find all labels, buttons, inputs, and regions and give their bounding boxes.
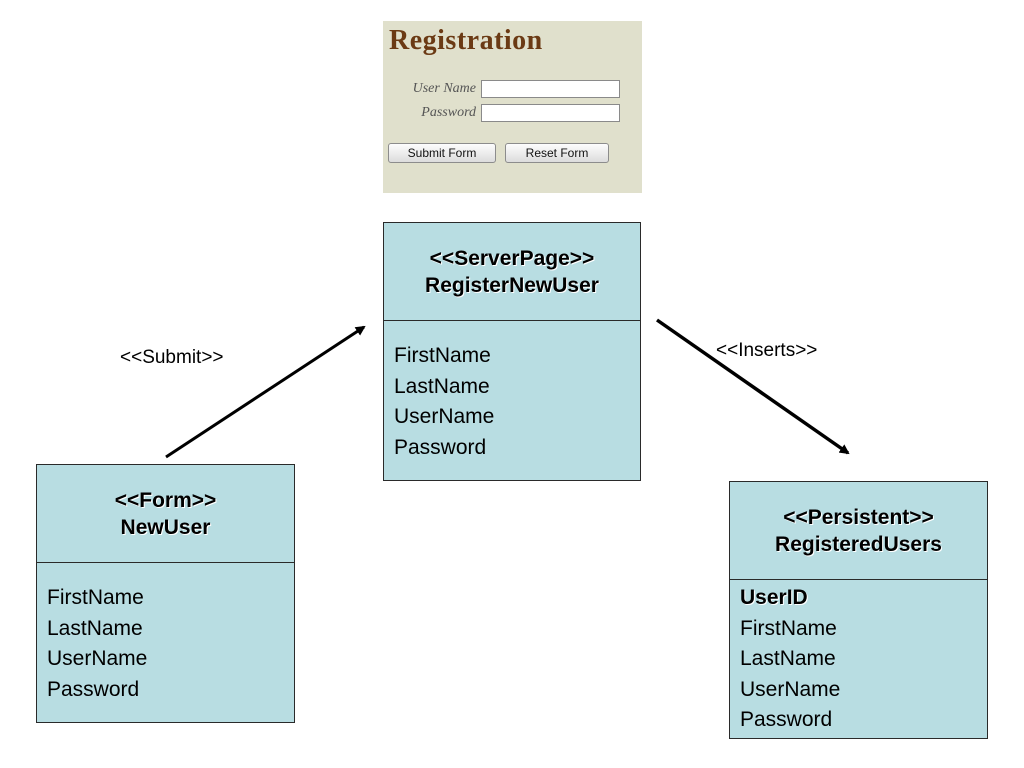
persistent-stereotype: <<Persistent>>	[783, 505, 934, 529]
attribute-item: LastName	[47, 616, 143, 640]
attribute-item: Password	[394, 435, 487, 459]
password-input[interactable]	[481, 104, 620, 122]
password-label: Password	[421, 105, 476, 120]
key-attribute: UserID	[740, 586, 808, 609]
attribute-item: Password	[47, 677, 140, 701]
form-node: <<Form>> NewUser FirstName LastName User…	[36, 464, 295, 723]
server-page-header: <<ServerPage>> RegisterNewUser	[384, 223, 640, 321]
inserts-edge	[655, 318, 850, 455]
attribute-item: FirstName	[740, 616, 837, 640]
submit-edge	[165, 325, 366, 459]
registration-form: Registration User Name Password Submit F…	[383, 21, 642, 193]
persistent-name: RegisteredUsers	[775, 532, 942, 556]
form-attributes: FirstName LastName UserName Password	[47, 583, 147, 705]
server-page-node: <<ServerPage>> RegisterNewUser FirstName…	[383, 222, 641, 481]
form-header: <<Form>> NewUser	[37, 465, 294, 563]
attribute-item: FirstName	[394, 344, 491, 367]
persistent-header: <<Persistent>> RegisteredUsers	[730, 482, 987, 580]
persistent-attributes: UserID FirstName LastName UserName Passw…	[740, 583, 840, 736]
submit-form-button[interactable]: Submit Form	[388, 143, 496, 163]
server-page-attributes: FirstName LastName UserName Password	[394, 341, 494, 463]
form-stereotype: <<Form>>	[114, 488, 217, 512]
persistent-node: <<Persistent>> RegisteredUsers UserID Fi…	[729, 481, 988, 739]
server-page-name: RegisterNewUser	[425, 273, 599, 297]
attribute-item: UserName	[394, 405, 495, 428]
submit-edge-label: <<Submit>>	[120, 347, 224, 368]
username-label: User Name	[412, 81, 476, 96]
attribute-item: LastName	[740, 647, 836, 670]
server-page-stereotype: <<ServerPage>>	[429, 246, 595, 270]
form-name: NewUser	[120, 515, 211, 539]
registration-title: Registration	[389, 25, 543, 56]
attribute-item: LastName	[394, 374, 490, 398]
username-input[interactable]	[481, 80, 620, 98]
attribute-item: UserName	[740, 677, 841, 701]
attribute-item: Password	[740, 708, 833, 731]
inserts-edge-label: <<Inserts>>	[716, 340, 818, 361]
attribute-item: UserName	[47, 647, 148, 670]
reset-form-button[interactable]: Reset Form	[505, 143, 609, 163]
attribute-item: FirstName	[47, 586, 144, 609]
